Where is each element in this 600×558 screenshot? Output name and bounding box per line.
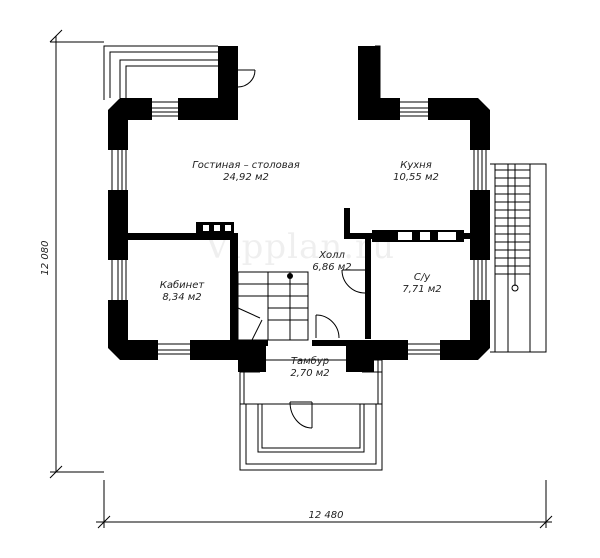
dimension-width-label: 12 480 xyxy=(309,510,344,521)
study-name: Кабинет xyxy=(160,279,206,291)
vestibule-name: Тамбур xyxy=(291,355,329,367)
dimension-height-label: 12 080 xyxy=(40,241,51,276)
dimension-line-vertical xyxy=(49,29,104,479)
kitchen-area: 10,55 м2 xyxy=(393,172,439,183)
outer-walls xyxy=(108,46,490,372)
dimension-line-horizontal xyxy=(96,480,553,529)
hall-area: 6,86 м2 xyxy=(312,262,351,273)
windows xyxy=(111,101,487,355)
wc-area: 7,71 м2 xyxy=(402,284,441,295)
hall-name: Холл xyxy=(318,250,345,261)
study-area: 8,34 м2 xyxy=(162,292,201,303)
doors xyxy=(235,69,366,429)
terrace-railing xyxy=(103,45,381,100)
wall-corner-chamfers xyxy=(108,98,490,360)
kitchen-name: Кухня xyxy=(400,160,432,171)
living-room-area: 24,92 м2 xyxy=(223,172,269,183)
stair-marker xyxy=(287,273,293,279)
living-room-name: Гостиная – столовая xyxy=(192,160,300,171)
kitchen-counter xyxy=(372,230,464,242)
entrance-porch xyxy=(239,359,383,471)
wc-name: С/у xyxy=(414,272,431,283)
exterior-stair xyxy=(490,163,547,353)
staircase xyxy=(237,271,309,341)
vestibule-area: 2,70 м2 xyxy=(290,368,329,379)
stove-block xyxy=(196,222,234,236)
